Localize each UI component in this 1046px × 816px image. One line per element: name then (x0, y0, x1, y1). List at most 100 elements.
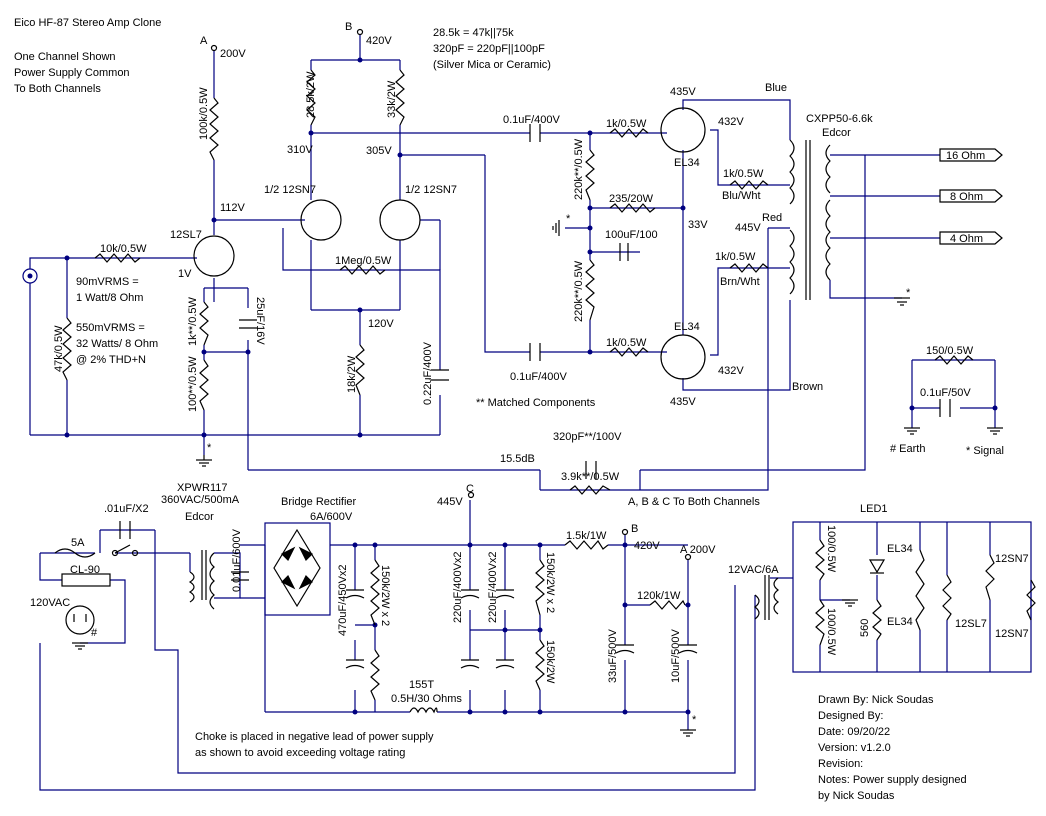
output-label-16: 16 Ohm (946, 150, 985, 162)
psu-c220a: 220uF/400Vx2 (452, 551, 464, 623)
label-r1kc: 1k/0.5W (723, 168, 764, 180)
node-v432a: 432V (718, 116, 744, 128)
note-silver-mica: (Silver Mica or Ceramic) (433, 59, 551, 71)
tube-el34-a (660, 107, 706, 153)
note-vrms-2: 1 Watt/8 Ohm (76, 292, 143, 304)
svg-text:*: * (906, 287, 911, 299)
fuse-5a (54, 548, 96, 558)
psu-components (54, 521, 1036, 737)
psu-labels: C 445V B 420V A 200V XPWR117 360VAC/500m… (30, 482, 1029, 726)
psu-fuse: 5A (71, 537, 85, 549)
resistor-28k (306, 69, 316, 126)
output-label-4: 4 Ohm (950, 233, 983, 245)
resistor-1k-c (729, 180, 769, 190)
psu-c470: 470uF/450Vx2 (337, 564, 349, 636)
note-both-channels: To Both Channels (14, 83, 101, 95)
note-one-channel: One Channel Shown (14, 51, 116, 63)
resistor-1k-a (609, 128, 649, 138)
label-r100: 100**/0.5W (187, 356, 199, 412)
node-c: C (466, 483, 474, 495)
resistor-1k-b (609, 347, 649, 357)
tube-label-12sn7-b: 1/2 12SN7 (405, 184, 457, 196)
label-c01b: 0.1uF/400V (510, 371, 568, 383)
resistor-33k (395, 69, 405, 126)
node-v1: 1V (178, 268, 192, 280)
psu-r150k-2 (370, 649, 380, 701)
label-r10k: 10k/0.5W (100, 243, 147, 255)
node-v432b: 432V (718, 365, 744, 377)
tube-label-12sn7-a: 1/2 12SN7 (264, 184, 316, 196)
resistor-100k (209, 97, 219, 161)
label-r47k: 47k/0.5W (53, 325, 65, 372)
node-b-psu: B (631, 523, 638, 535)
psu-choke2: 0.5H/30 Ohms (391, 693, 462, 705)
label-r28k: 28.5k/2W (305, 71, 317, 118)
choke-155t (409, 707, 438, 714)
psu-r150kb: 150k/2W x 2 (544, 552, 556, 613)
ground-label-earth: # Earth (890, 443, 925, 455)
psu-wiring (39, 500, 1032, 791)
psu-sn7a: 12SN7 (995, 553, 1029, 565)
resistor-1k-d (729, 263, 769, 273)
psu-choke1: 155T (409, 679, 434, 691)
svg-text:*: * (207, 442, 212, 454)
psu-r15k (564, 539, 609, 550)
ntc-cl90 (61, 573, 111, 587)
label-r235: 235/20W (609, 193, 654, 205)
label-c25u: 25uF/16V (254, 297, 266, 345)
psu-bridge1: Bridge Rectifier (281, 496, 357, 508)
psu-r100b: 100/0.5W (825, 608, 837, 656)
node-v305: 305V (366, 145, 392, 157)
label-r18k: 18k/2W (346, 355, 358, 393)
label-r1kd: 1k/0.5W (715, 251, 756, 263)
ac-plug (65, 605, 95, 635)
node-v112: 112V (220, 202, 246, 214)
note-power-supply: Power Supply Common (14, 67, 130, 79)
schematic-title: Eico HF-87 Stereo Amp Clone (14, 17, 161, 29)
note-abc: A, B & C To Both Channels (628, 496, 760, 508)
ot-label-maker: Edcor (822, 127, 851, 139)
label-c022: 0.22uF/400V (422, 341, 434, 405)
ot-label-name: CXPP50-6.6k (806, 113, 873, 125)
note-vrms-3: 550mVRMS = (76, 322, 145, 334)
output-label-8: 8 Ohm (950, 191, 983, 203)
resistor-1meg (339, 265, 386, 275)
amp-components (62, 28, 1003, 499)
label-r150: 150/0.5W (926, 345, 974, 357)
node-a200: A 200V (680, 544, 716, 556)
svg-text:#: # (91, 627, 98, 639)
note-cap-eq: 320pF = 220pF||100pF (433, 43, 545, 55)
node-v435a: 435V (670, 86, 696, 98)
label-r39: 3.9k**/0.5W (561, 471, 620, 483)
credit-notes-1: Notes: Power supply designed (818, 774, 967, 786)
ground-symbols (196, 220, 1003, 467)
amp-wiring (22, 34, 998, 491)
label-r1kb: 1k/0.5W (606, 337, 647, 349)
psu-r15k: 1.5k/1W (566, 530, 607, 542)
resistor-39k (569, 485, 611, 495)
filament-transformer (754, 575, 779, 620)
credit-date: Date: 09/20/22 (818, 726, 890, 738)
note-vrms-1: 90mVRMS = (76, 276, 139, 288)
ot-label-red: Red (762, 212, 782, 224)
svg-text:*: * (692, 714, 697, 726)
led1 (868, 559, 886, 574)
node-v310: 310V (287, 144, 313, 156)
node-v120: 120V (368, 318, 394, 330)
label-c01c: 0.1uF/50V (920, 387, 971, 399)
node-v435b: 435V (670, 396, 696, 408)
ground-label-signal: * Signal (966, 445, 1004, 457)
psu-r120k (649, 599, 686, 610)
psu-bridge2: 6A/600V (310, 511, 353, 523)
node-b: B (345, 21, 352, 33)
psu-c001: 0.01uF/600V (231, 528, 243, 592)
note-resistor-eq: 28.5k = 47k||75k (433, 27, 514, 39)
power-transformer (188, 550, 215, 610)
output-8-ohm (939, 189, 1003, 203)
resistor-1k (199, 301, 209, 346)
tube-label-12sl7: 12SL7 (170, 229, 202, 241)
svg-text:*: * (566, 213, 571, 225)
psu-c220b: 220uF/400Vx2 (487, 551, 499, 623)
psu-c10: 10uF/500V (670, 629, 682, 683)
